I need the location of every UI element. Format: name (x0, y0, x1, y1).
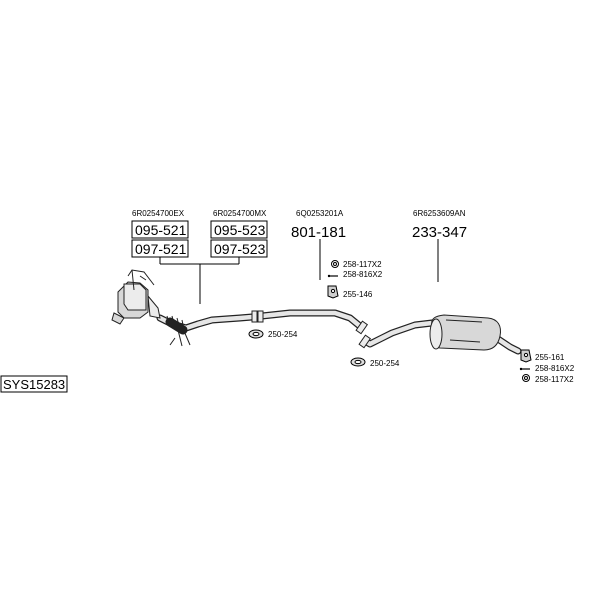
accessory-label: 250-254 (268, 330, 298, 339)
accessory-label: 258-816X2 (343, 270, 383, 279)
accessory-rear-hanger[interactable]: 255-161 (520, 349, 565, 363)
part-box-097-523[interactable]: 097-523 (210, 239, 268, 258)
accessory-label: 255-146 (343, 290, 373, 299)
accessory-label: 258-117X2 (343, 260, 382, 269)
accessory-mid-gasket[interactable]: 250-254 (350, 357, 400, 368)
system-code-label: SYS15283 (0, 375, 68, 393)
part-box-095-523[interactable]: 095-523 (210, 220, 268, 239)
accessory-rear-clamp[interactable]: 258-117X2 (522, 374, 575, 385)
clamp-icon (522, 374, 530, 382)
system-code: SYS15283 (3, 377, 65, 392)
accessory-label: 250-254 (370, 359, 400, 368)
part-box-097-521[interactable]: 097-521 (131, 239, 189, 258)
part-number: 097-521 (135, 241, 187, 257)
oe-number-middle-pipe: 6Q0253201A (296, 209, 344, 218)
clamp-icon (331, 260, 339, 268)
oe-number-rear-silencer: 6R6253609AN (413, 209, 466, 218)
accessory-rear-bolt[interactable]: 258-816X2 (519, 364, 575, 373)
pipe-flanges (251, 310, 372, 349)
catalytic-converter (111, 269, 191, 347)
part-number-middle-pipe[interactable]: 801-181 (291, 224, 346, 241)
rear-silencer (429, 314, 501, 351)
accessory-label: 258-816X2 (535, 364, 575, 373)
front-pipe (156, 313, 256, 335)
accessory-front-gasket[interactable]: 250-254 (248, 329, 298, 339)
accessory-mid-bolt[interactable]: 258-816X2 (327, 270, 383, 279)
part-number: 097-523 (214, 241, 266, 257)
middle-pipe (258, 309, 522, 355)
part-number: 095-521 (135, 222, 187, 238)
part-number-rear-silencer[interactable]: 233-347 (412, 224, 467, 241)
oe-number-catalyst-mx: 6R0254700MX (213, 209, 267, 218)
accessory-label: 255-161 (535, 353, 565, 362)
oe-number-catalyst-ex: 6R0254700EX (132, 209, 185, 218)
connector-lines (159, 239, 439, 304)
part-number: 095-523 (214, 222, 266, 238)
part-box-095-521[interactable]: 095-521 (131, 220, 189, 239)
accessory-mid-hanger[interactable]: 255-146 (327, 285, 373, 299)
accessory-mid-clamp[interactable]: 258-117X2 (331, 260, 383, 269)
accessory-label: 258-117X2 (535, 375, 574, 384)
